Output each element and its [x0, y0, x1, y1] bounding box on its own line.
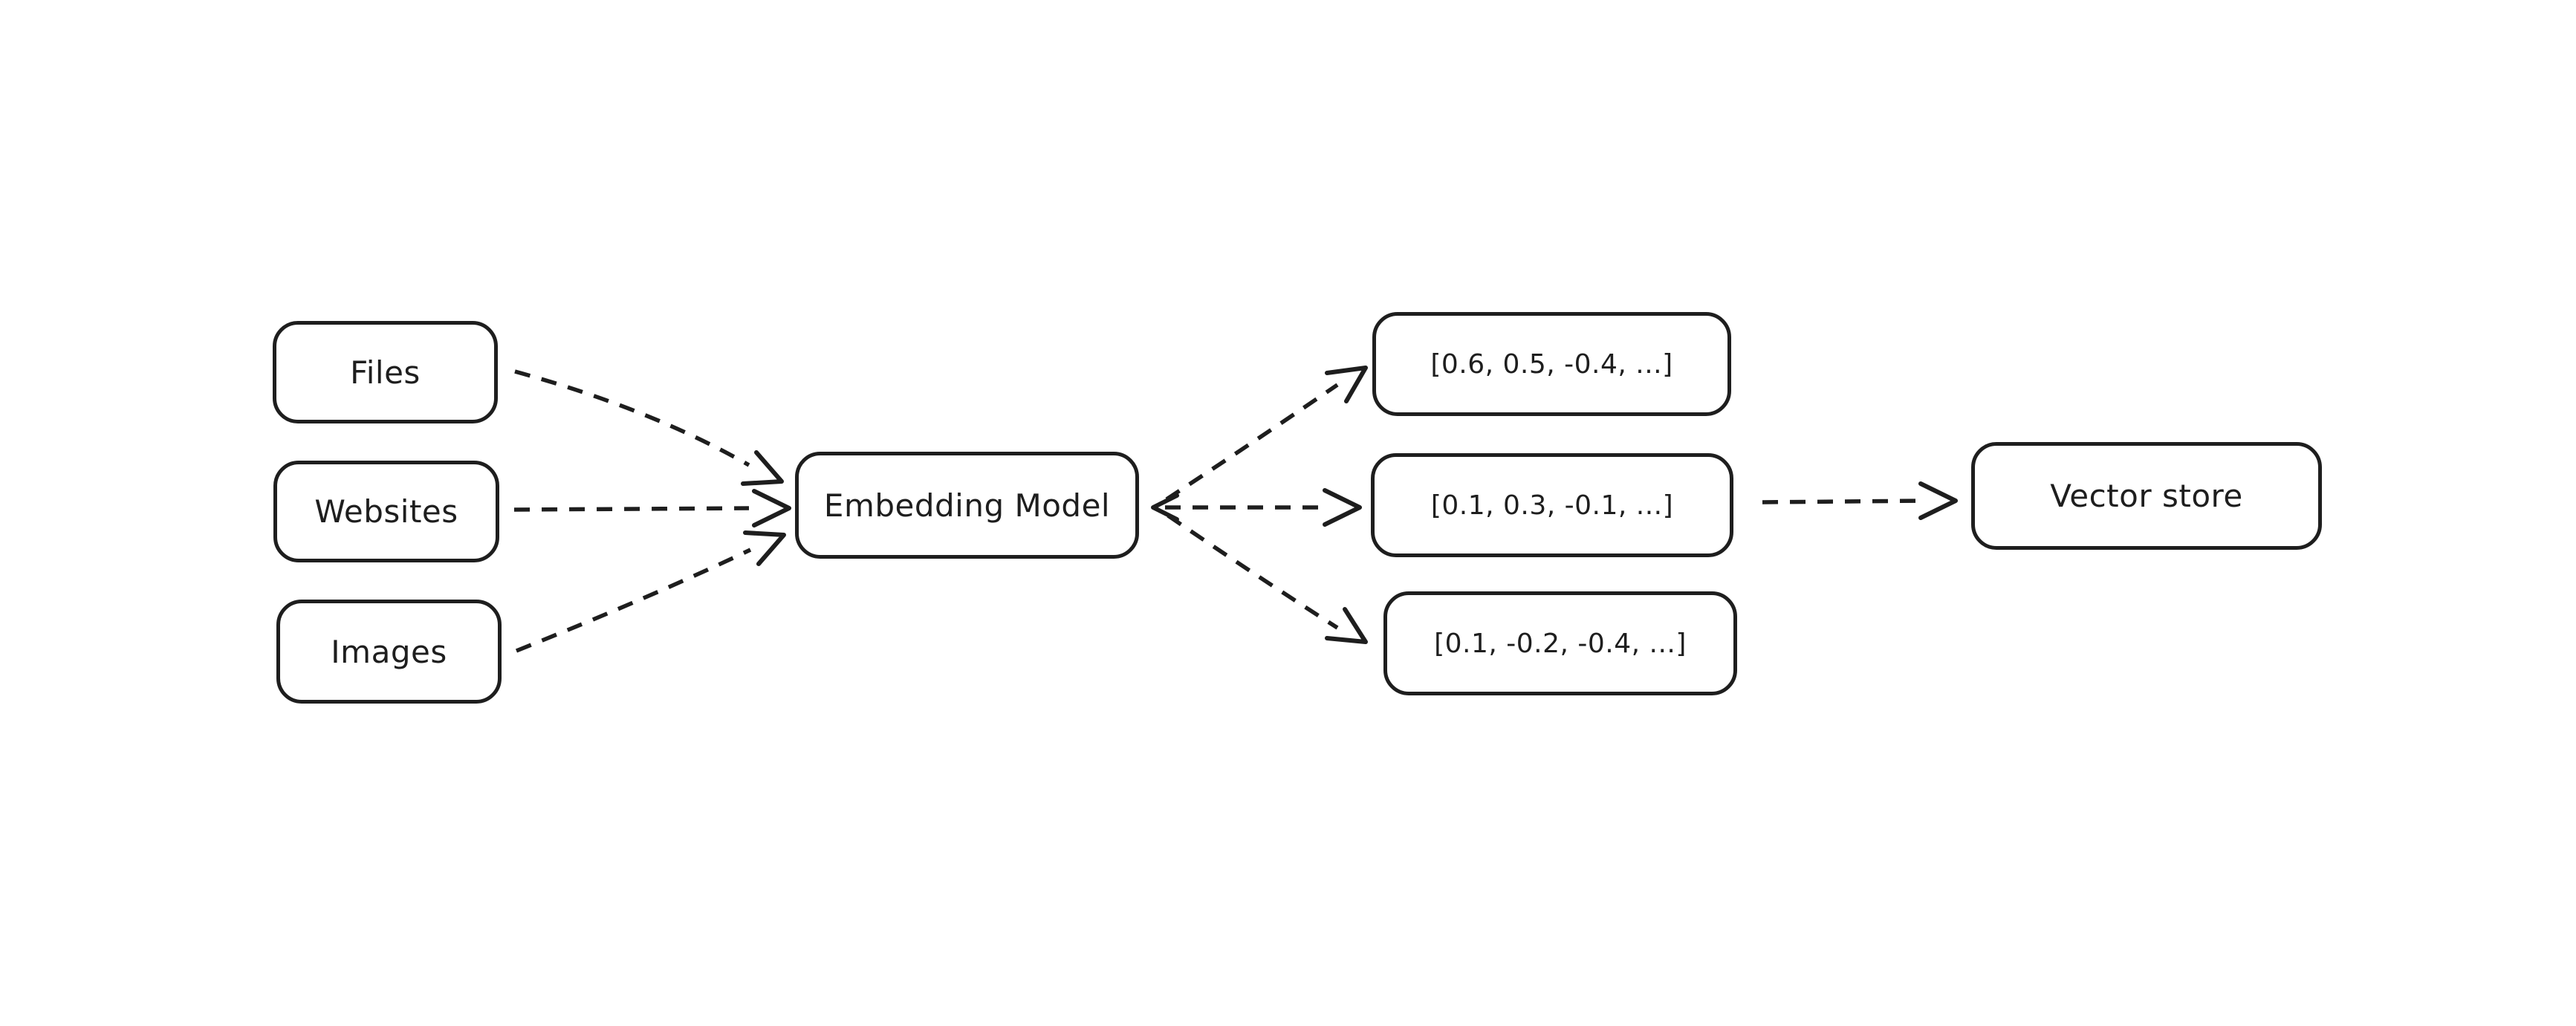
node-images: Images [276, 600, 502, 704]
arrowhead-icon [1325, 366, 1368, 403]
node-embedding-vector-3-label: [0.1, -0.2, -0.4, ...] [1434, 628, 1687, 659]
edge-vector-2-to-vector-store [1762, 481, 1958, 520]
edge-embedding-model-to-vector-3 [1167, 513, 1368, 644]
arrowhead-icon [1323, 488, 1362, 527]
node-websites: Websites [273, 461, 499, 562]
arrowhead-icon [1918, 481, 1958, 520]
node-embedding-vector-2-label: [0.1, 0.3, -0.1, ...] [1430, 490, 1674, 521]
arrowhead-icon [1325, 607, 1368, 644]
node-embedding-vector-2: [0.1, 0.3, -0.1, ...] [1371, 453, 1733, 557]
node-embedding-vector-1-label: [0.6, 0.5, -0.4, ...] [1430, 348, 1673, 380]
edge-embedding-model-to-vector-2 [1151, 488, 1362, 527]
edge-embedding-model-to-vector-1 [1165, 366, 1368, 501]
arrowhead-icon [743, 530, 786, 566]
node-files: Files [273, 321, 498, 423]
arrowhead-icon [752, 489, 791, 527]
node-vector-store-label: Vector store [2050, 478, 2243, 514]
edge-websites-to-embedding-model [513, 489, 791, 527]
node-images-label: Images [331, 633, 447, 670]
edge-files-to-embedding-model [514, 369, 784, 486]
edge-images-to-embedding-model [515, 530, 786, 653]
node-websites-label: Websites [314, 493, 458, 530]
node-files-label: Files [350, 354, 421, 391]
node-vector-store: Vector store [1971, 442, 2322, 550]
node-embedding-model-label: Embedding Model [823, 487, 1111, 524]
arrowhead-icon [741, 450, 784, 486]
node-embedding-model: Embedding Model [795, 452, 1139, 559]
node-embedding-vector-1: [0.6, 0.5, -0.4, ...] [1372, 312, 1731, 416]
arrowhead-icon [1151, 493, 1179, 522]
node-embedding-vector-3: [0.1, -0.2, -0.4, ...] [1383, 591, 1737, 695]
